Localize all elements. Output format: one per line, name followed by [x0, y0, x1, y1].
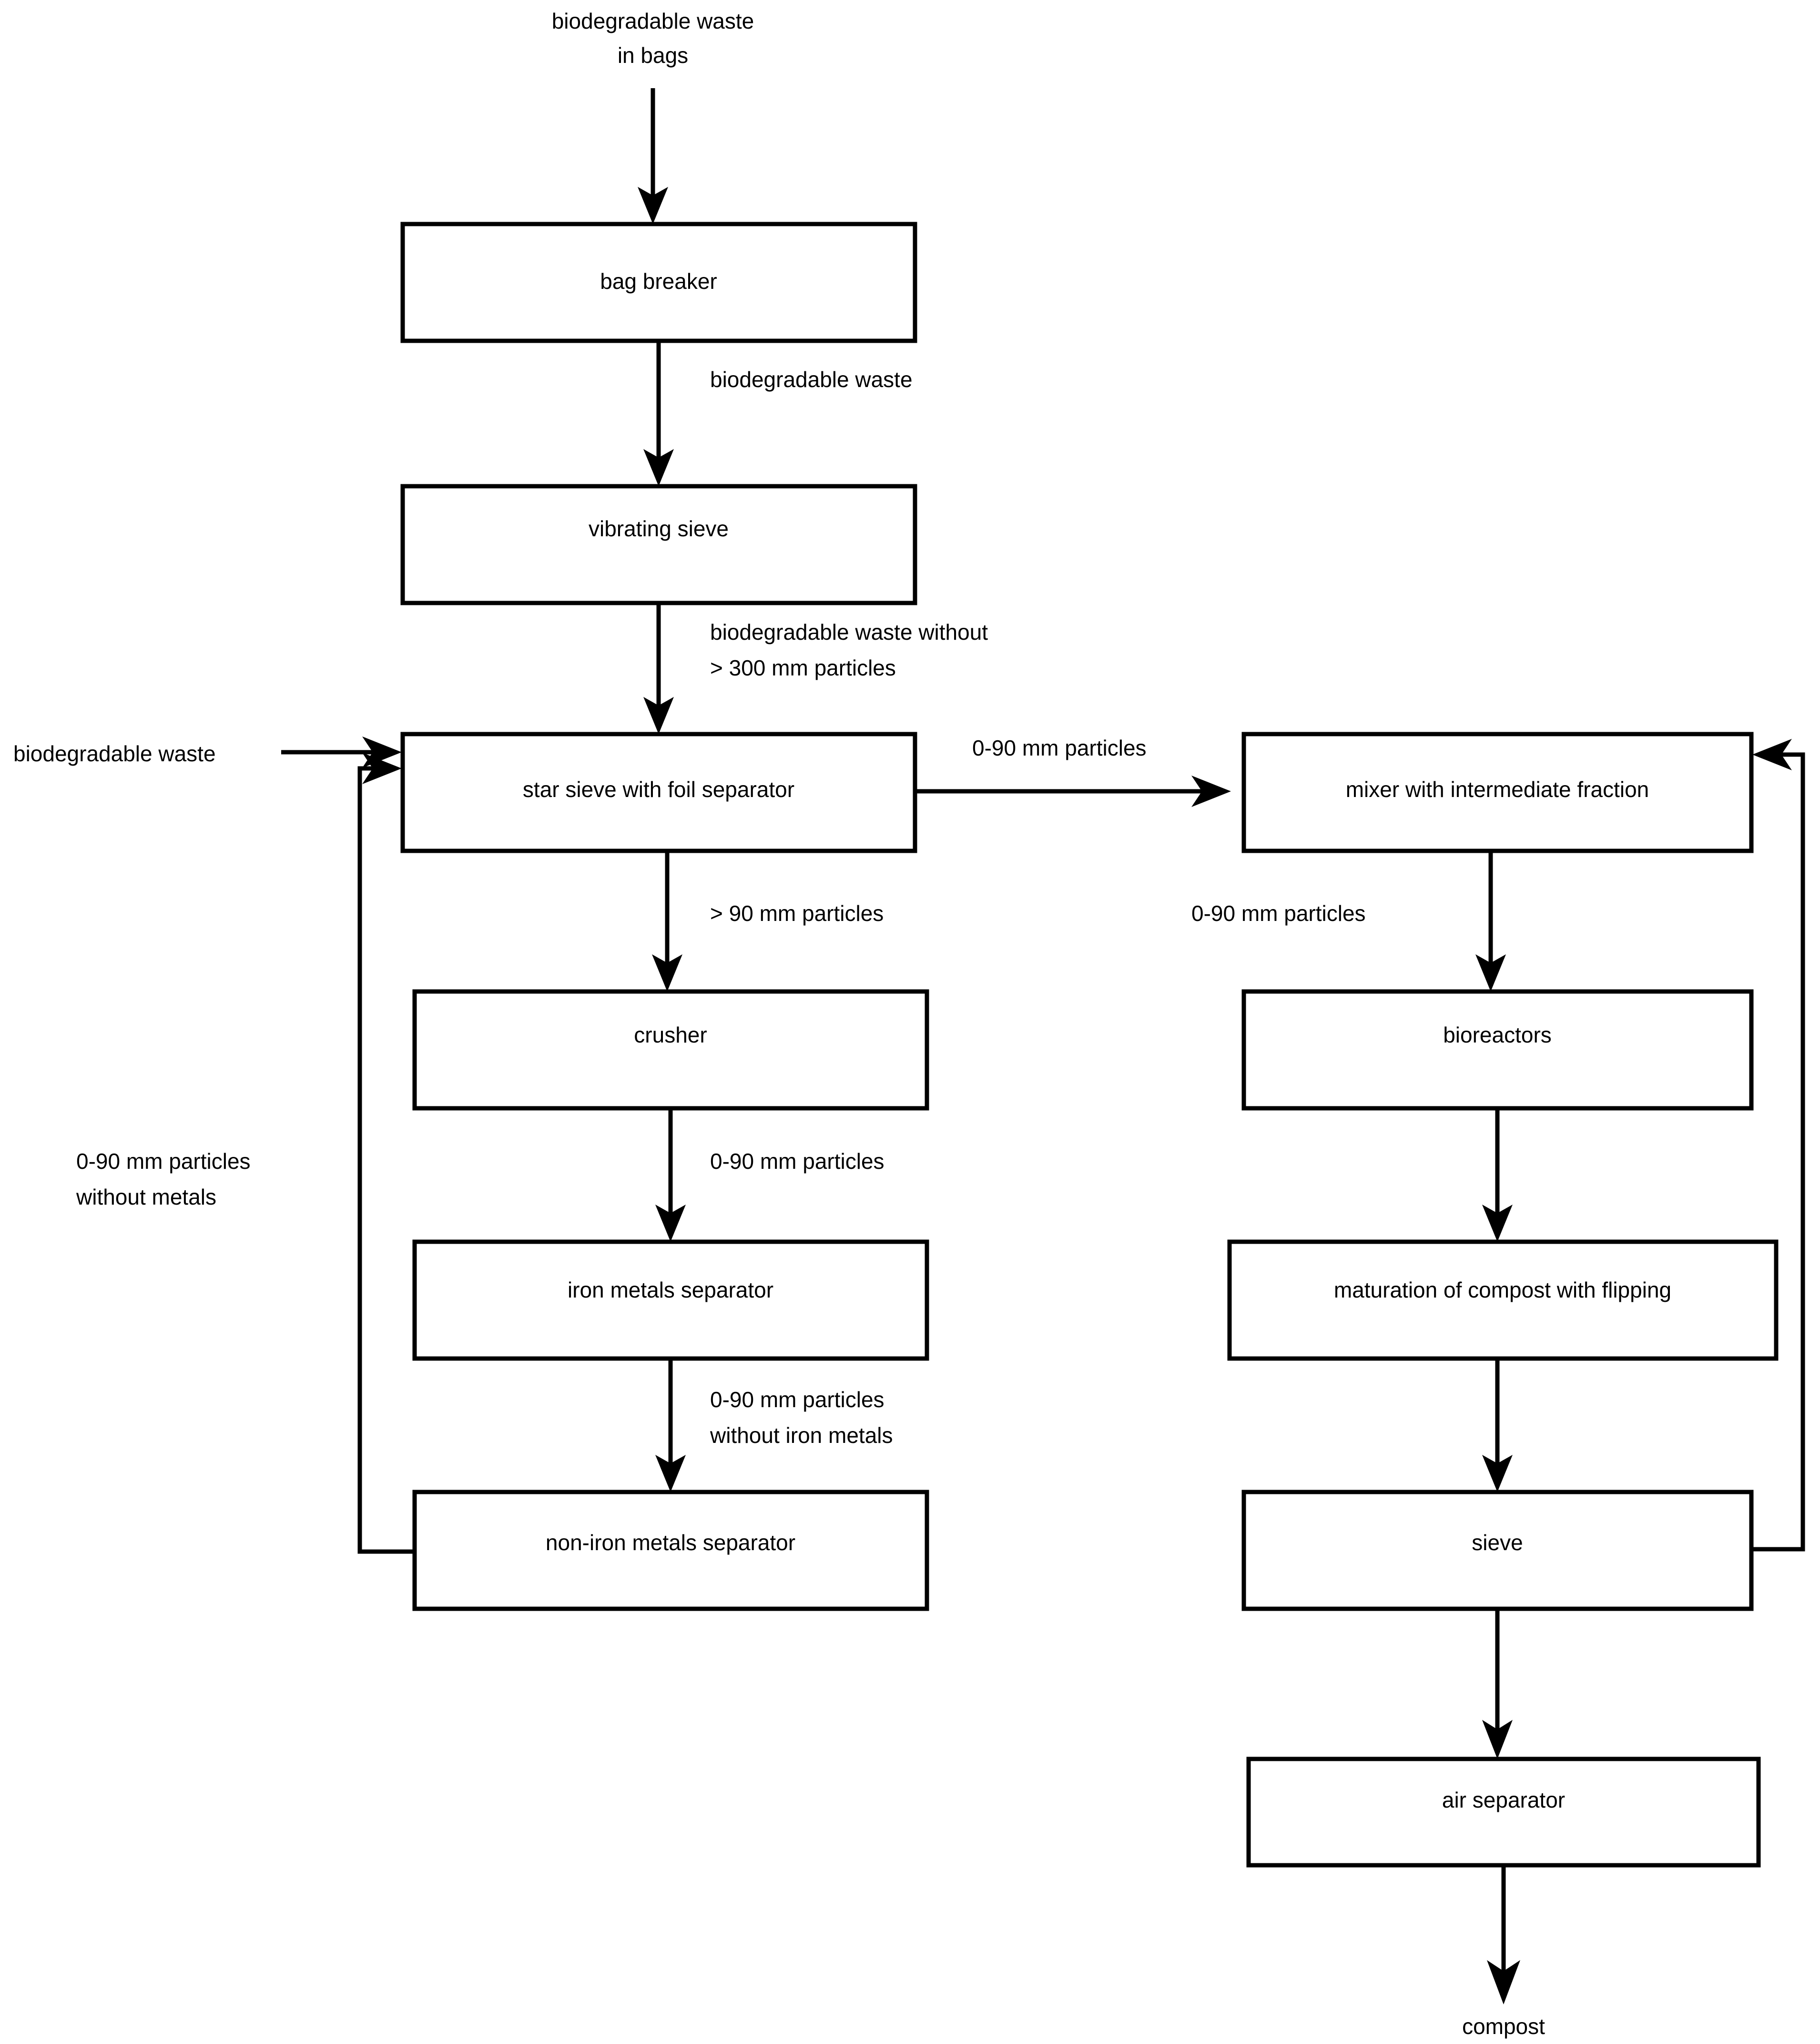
node-maturation-label: maturation of compost with flipping: [1334, 1278, 1671, 1302]
node-air-separator[interactable]: air separator: [1246, 1757, 1761, 1868]
edge-label-starsieve-to-mixer: 0-90 mm particles: [972, 736, 1147, 760]
node-bag-breaker-label: bag breaker: [600, 269, 717, 294]
arrow-starsieve-to-mixer: [915, 776, 1231, 807]
node-sieve[interactable]: sieve: [1241, 1490, 1754, 1611]
edge-label-vibrating-to-starsieve-line1: biodegradable waste without: [710, 620, 988, 644]
arrow-iron-to-noniron: [655, 1359, 686, 1492]
node-mixer-label: mixer with intermediate fraction: [1346, 777, 1649, 802]
arrow-vibratingsieve-to-starsieve: [643, 603, 674, 734]
node-sieve-label: sieve: [1472, 1530, 1523, 1555]
node-bioreactors[interactable]: bioreactors: [1241, 989, 1754, 1111]
edge-label-iron-to-noniron-line1: 0-90 mm particles: [710, 1387, 885, 1412]
output-compost-label: compost: [1462, 2014, 1545, 2039]
arrow-airseparator-to-compost: [1487, 1865, 1520, 2004]
node-crusher[interactable]: crusher: [412, 989, 929, 1111]
arrow-starsieve-to-crusher: [652, 851, 682, 991]
node-crusher-label: crusher: [634, 1022, 707, 1047]
node-vibrating-sieve[interactable]: vibrating sieve: [400, 484, 917, 605]
edge-label-iron-to-noniron-line2: without iron metals: [710, 1423, 893, 1448]
arrow-input-to-bagbreaker: [638, 88, 668, 224]
node-maturation[interactable]: maturation of compost with flipping: [1227, 1239, 1779, 1361]
edge-label-vibrating-to-starsieve-line2: > 300 mm particles: [710, 655, 896, 680]
node-iron-separator-label: iron metals separator: [568, 1278, 773, 1302]
input-top-label-line2: in bags: [618, 43, 688, 68]
node-bag-breaker[interactable]: bag breaker: [400, 222, 917, 343]
node-non-iron-separator-label: non-iron metals separator: [546, 1530, 795, 1555]
arrow-bagbreaker-to-vibratingsieve: [643, 341, 674, 486]
node-iron-separator[interactable]: iron metals separator: [412, 1239, 929, 1361]
node-non-iron-separator[interactable]: non-iron metals separator: [412, 1490, 929, 1611]
node-vibrating-sieve-label: vibrating sieve: [589, 516, 729, 541]
arrow-bioreactors-to-maturation: [1482, 1108, 1513, 1242]
edge-label-feedback-left-line1: 0-90 mm particles: [76, 1149, 251, 1174]
edge-label-crusher-to-iron: 0-90 mm particles: [710, 1149, 885, 1174]
input-top-label-line1: biodegradable waste: [552, 9, 754, 33]
node-star-sieve-label: star sieve with foil separator: [523, 777, 794, 802]
node-mixer[interactable]: mixer with intermediate fraction: [1241, 732, 1754, 853]
arrow-crusher-to-ironseparator: [655, 1108, 686, 1242]
arrow-sieve-to-airseparator: [1482, 1609, 1513, 1759]
edge-label-bagbreaker-to-vibrating: biodegradable waste: [710, 367, 913, 392]
node-air-separator-label: air separator: [1442, 1788, 1565, 1812]
feedback-loop-sieve-to-mixer: [1751, 739, 1805, 1552]
edge-label-feedback-left-line2: without metals: [76, 1185, 216, 1209]
arrow-mixer-to-bioreactors: [1475, 851, 1506, 991]
edge-label-starsieve-to-crusher: > 90 mm particles: [710, 901, 884, 926]
input-left-label: biodegradable waste: [13, 741, 216, 766]
arrow-maturation-to-sieve: [1482, 1359, 1513, 1492]
feedback-loop-noniron-to-starsieve: [357, 753, 415, 1554]
node-bioreactors-label: bioreactors: [1443, 1022, 1552, 1047]
edge-label-mixer-to-bioreactors: 0-90 mm particles: [1191, 901, 1366, 926]
node-star-sieve[interactable]: star sieve with foil separator: [400, 732, 917, 853]
